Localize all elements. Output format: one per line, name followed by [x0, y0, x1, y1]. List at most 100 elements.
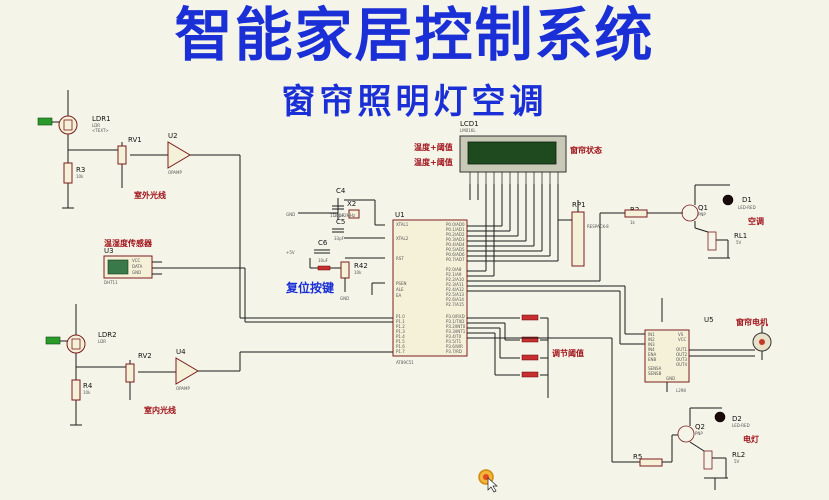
r5-resistor — [639, 458, 663, 467]
rv1-ref: RV1 — [128, 136, 142, 144]
svg-text:P1.2: P1.2 — [396, 324, 405, 329]
svg-text:P3.3/INT1: P3.3/INT1 — [446, 329, 466, 334]
svg-text:RST: RST — [396, 256, 404, 261]
q1-transistor — [681, 204, 699, 222]
svg-text:RESPACK-8: RESPACK-8 — [587, 224, 609, 229]
svg-text:VCC: VCC — [678, 337, 687, 342]
svg-text:P2.5/A13: P2.5/A13 — [446, 292, 464, 297]
svg-text:P2.2/A10: P2.2/A10 — [446, 277, 464, 282]
u1-mcu: U1 XTAL1 XTAL2 RST PSEN ALE EA P1.0 P1.1… — [385, 211, 468, 365]
air-conditioner-circuit: R2 1k Q1 PNP D1 LED-RED 空调 RL1 5V — [467, 184, 764, 282]
svg-text:OUT4: OUT4 — [676, 362, 688, 367]
u5-body — [644, 329, 690, 383]
r4-resistor — [71, 379, 81, 401]
reset-key-label: 复位按键 — [285, 280, 334, 295]
svg-text:P0.1/AD1: P0.1/AD1 — [446, 227, 465, 232]
r3-ref: R3 — [76, 166, 85, 174]
svg-text:DATA: DATA — [132, 264, 143, 269]
svg-text:OUT2: OUT2 — [676, 352, 688, 357]
electric-light-label: 电灯 — [743, 434, 759, 444]
q1-ref: Q1 — [698, 204, 708, 212]
rp1-resistor-pack: RP1 RESPACK-8 — [558, 200, 609, 267]
svg-text:P3.2/INT0: P3.2/INT0 — [446, 324, 466, 329]
threshold-key-3[interactable] — [521, 354, 539, 361]
u4-ref: U4 — [176, 348, 186, 356]
svg-text:P1.0: P1.0 — [396, 314, 405, 319]
svg-text:1k: 1k — [630, 220, 636, 225]
svg-text:P0.7/AD7: P0.7/AD7 — [446, 257, 465, 262]
ldr2-ref: LDR2 — [98, 331, 117, 339]
svg-text:10k: 10k — [76, 174, 84, 179]
svg-text:P1.7: P1.7 — [396, 349, 405, 354]
svg-text:11.0592MHz: 11.0592MHz — [330, 213, 355, 218]
svg-text:10k: 10k — [83, 390, 91, 395]
temp-humidity-sensor-label: 温湿度传感器 — [104, 238, 153, 248]
c5-ref: C5 — [336, 218, 345, 226]
threshold-key-1[interactable] — [521, 314, 539, 321]
svg-text:P3.4/T0: P3.4/T0 — [446, 334, 462, 339]
q2-ref: Q2 — [695, 423, 705, 431]
svg-text:DHT11: DHT11 — [104, 280, 118, 285]
svg-text:IN1: IN1 — [648, 332, 655, 337]
rl2-relay — [703, 450, 713, 470]
c6-ref: C6 — [318, 239, 328, 247]
svg-text:SENSA: SENSA — [648, 366, 662, 371]
svg-text:33pF: 33pF — [334, 236, 345, 241]
svg-text:P3.7/RD: P3.7/RD — [446, 349, 462, 354]
svg-text:XTAL2: XTAL2 — [396, 236, 409, 241]
dht11-sensor: 温湿度传感器 U3 VCC DATA GND DHT11 — [103, 238, 385, 323]
svg-text:P1.4: P1.4 — [396, 334, 405, 339]
svg-text:XTAL1: XTAL1 — [396, 222, 409, 227]
lcd1-ref: LCD1 — [460, 120, 479, 128]
svg-text:P2.3/A11: P2.3/A11 — [446, 282, 464, 287]
svg-text:SENSB: SENSB — [648, 371, 662, 376]
threshold-key-2[interactable] — [521, 336, 539, 343]
svg-text:LED-RED: LED-RED — [732, 423, 750, 428]
svg-text:L298: L298 — [676, 388, 686, 393]
cursor-indicator — [478, 469, 498, 493]
r2-resistor — [624, 209, 648, 218]
rl1-relay — [707, 231, 717, 251]
svg-text:OUT1: OUT1 — [676, 347, 688, 352]
svg-text:PNP: PNP — [698, 212, 706, 217]
svg-text:GND: GND — [132, 270, 141, 275]
threshold-key-4[interactable] — [521, 371, 539, 378]
svg-text:PSEN: PSEN — [396, 281, 406, 286]
d2-led — [714, 411, 726, 423]
svg-text:ALE: ALE — [396, 287, 404, 292]
rl2-ref: RL2 — [732, 451, 745, 459]
svg-text:P0.0/AD0: P0.0/AD0 — [446, 222, 465, 227]
svg-text:LED-RED: LED-RED — [738, 205, 756, 210]
svg-text:P0.6/AD6: P0.6/AD6 — [446, 252, 465, 257]
svg-text:OUT3: OUT3 — [676, 357, 688, 362]
svg-text:EA: EA — [396, 293, 402, 298]
svg-text:LDR: LDR — [92, 123, 100, 128]
svg-text:P3.1/TXD: P3.1/TXD — [446, 319, 464, 324]
indoor-light-label: 室内光线 — [144, 405, 176, 415]
x2-ref: X2 — [347, 200, 356, 208]
svg-text:GND: GND — [340, 296, 349, 301]
svg-text:P0.2/AD2: P0.2/AD2 — [446, 232, 465, 237]
svg-text:OPAMP: OPAMP — [176, 386, 190, 391]
curtain-motor-label: 窗帘电机 — [736, 317, 768, 327]
svg-text:VS: VS — [678, 332, 684, 337]
rv1-potentiometer — [117, 145, 127, 165]
svg-text:P2.0/A8: P2.0/A8 — [446, 267, 462, 272]
svg-text:5V: 5V — [734, 459, 740, 464]
reset-button[interactable] — [317, 265, 331, 271]
rv2-potentiometer — [125, 363, 135, 383]
r4-ref: R4 — [83, 382, 93, 390]
u2-opamp — [167, 141, 191, 169]
rv2-ref: RV2 — [138, 352, 152, 360]
main-title: 智能家居控制系统 — [174, 1, 655, 69]
sub-title: 窗帘照明灯空调 — [281, 82, 548, 122]
svg-text:IN3: IN3 — [648, 342, 655, 347]
lcd1-display: LCD1 LM016L 温度+阈值 温度+阈值 窗帘状态 — [414, 120, 602, 277]
u1-ref: U1 — [395, 211, 405, 219]
svg-text:P0.5/AD5: P0.5/AD5 — [446, 247, 465, 252]
threshold-keys: 调节阈值 — [467, 314, 584, 398]
q2-transistor — [677, 425, 695, 443]
svg-text:P3.6/WR: P3.6/WR — [446, 344, 463, 349]
